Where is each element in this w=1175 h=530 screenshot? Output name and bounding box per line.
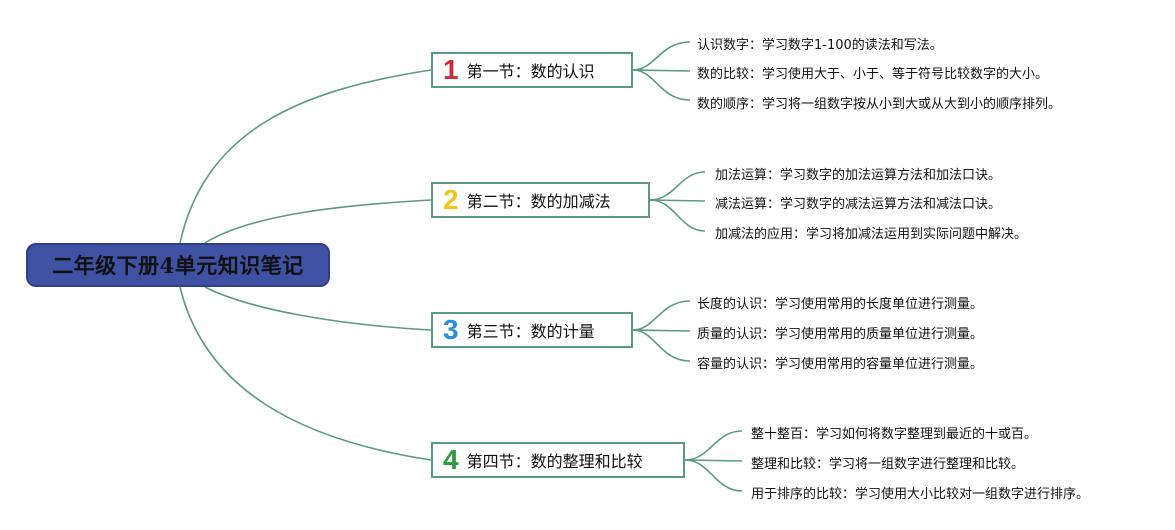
link-t3-leaf-1 [632,300,691,331]
link-t2-leaf-3 [649,199,706,232]
leaf-1-1[interactable]: 认识数字：学习数字1-100的读法和写法。 [697,38,943,53]
topic-node-2[interactable]: 2 第二节：数的加减法 [431,182,650,218]
topic-number-2: 2 [443,184,459,215]
leaf-4-2[interactable]: 整理和比较：学习将一组数字进行整理和比较。 [751,457,1025,472]
root-label: 二年级下册4单元知识笔记 [52,253,304,278]
leaf-2-1[interactable]: 加法运算：学习数字的加法运算方法和加法口诀。 [715,168,1002,183]
topic-label-2: 第二节：数的加减法 [466,192,611,211]
leaf-3-1[interactable]: 长度的认识：学习使用常用的长度单位进行测量。 [697,297,984,312]
leaf-4-1[interactable]: 整十整百：学习如何将数字整理到最近的十或百。 [751,427,1038,442]
topic-label-3: 第三节：数的计量 [466,322,595,341]
leaf-4-3[interactable]: 用于排序的比较：学习使用大小比较对一组数字进行排序。 [751,487,1090,502]
leaf-2-2[interactable]: 减法运算：学习数字的减法运算方法和减法口诀。 [715,197,1002,212]
link-t4-leaf-2 [684,459,743,462]
topic-node-3[interactable]: 3 第三节：数的计量 [431,312,633,348]
topic-node-4[interactable]: 4 第四节：数的整理和比较 [431,442,685,478]
link-root-topic-2 [204,199,432,244]
topic-label-4: 第四节：数的整理和比较 [466,452,643,471]
link-t3-leaf-2 [632,329,691,332]
link-root-topic-3 [204,286,432,331]
leaf-1-3[interactable]: 数的顺序：学习将一组数字按从小到大或从大到小的顺序排列。 [697,97,1062,112]
link-t4-leaf-3 [684,459,743,492]
root-node[interactable]: 二年级下册4单元知识笔记 [26,243,330,287]
link-t3-leaf-3 [632,329,691,362]
topic-number-3: 3 [443,314,459,345]
topic-number-4: 4 [443,444,459,475]
link-t1-leaf-2 [632,69,691,72]
link-root-topic-1 [179,69,432,244]
topic-label-1: 第一节：数的认识 [466,62,595,81]
link-t4-leaf-1 [684,430,743,461]
leaf-1-2[interactable]: 数的比较：学习使用大于、小于、等于符号比较数字的大小。 [697,67,1049,82]
link-t2-leaf-1 [649,171,706,201]
link-t1-leaf-3 [632,69,691,101]
topic-node-1[interactable]: 1 第一节：数的认识 [431,52,633,88]
topic-number-1: 1 [443,54,459,85]
leaf-3-3[interactable]: 容量的认识：学习使用常用的容量单位进行测量。 [697,357,984,372]
link-t1-leaf-1 [632,41,691,71]
leaf-2-3[interactable]: 加减法的应用：学习将加减法运用到实际问题中解决。 [715,227,1028,242]
link-t2-leaf-2 [649,199,706,202]
leaf-3-2[interactable]: 质量的认识：学习使用常用的质量单位进行测量。 [697,327,984,342]
link-root-topic-4 [179,286,432,461]
